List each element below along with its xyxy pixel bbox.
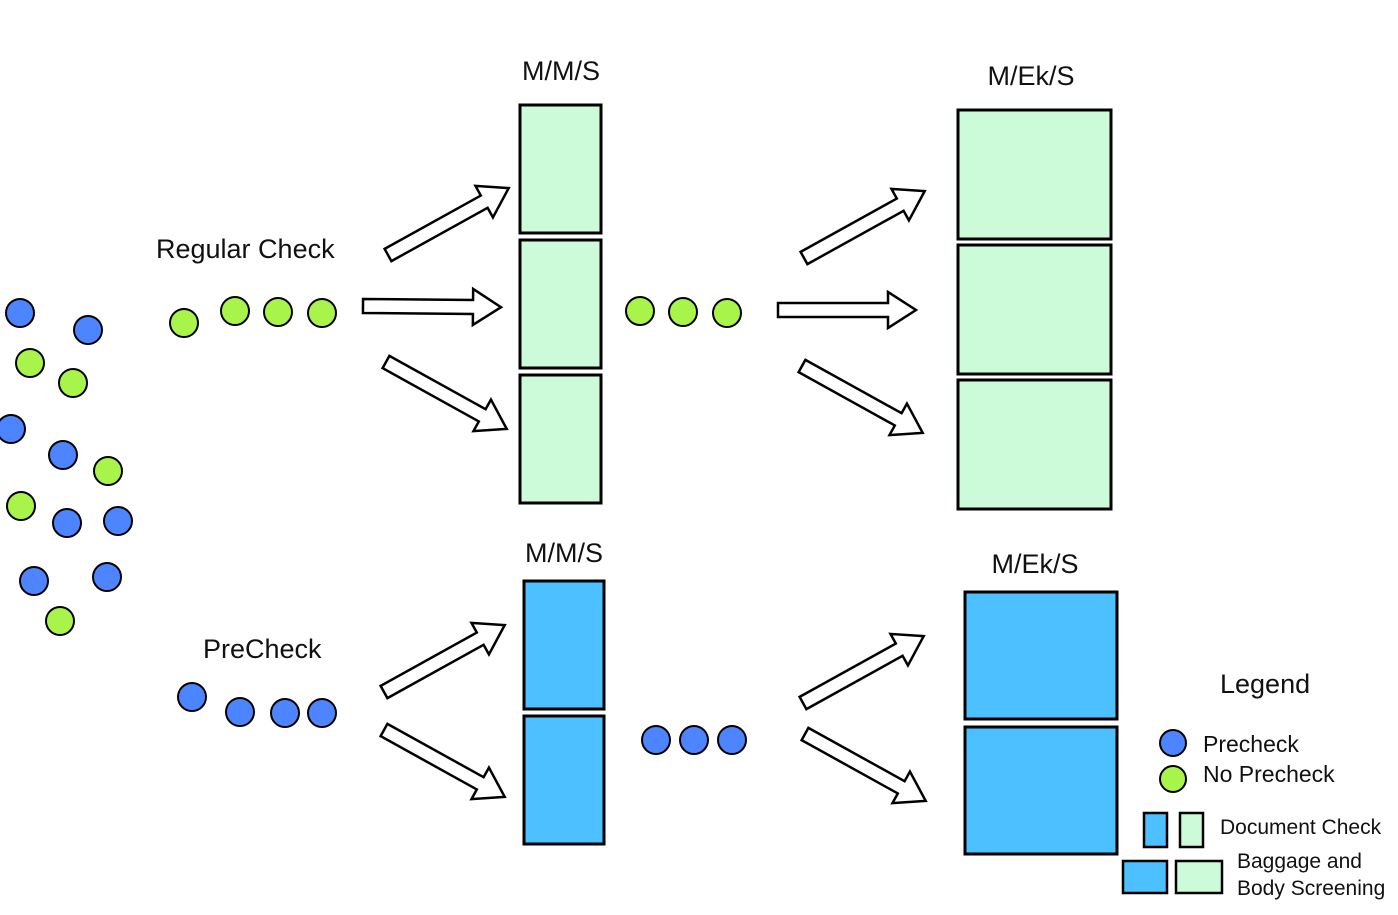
no-precheck-passenger-dot [668,297,698,327]
precheck-passenger-dot [52,508,82,538]
precheck-passenger-dot [717,725,747,755]
hollow-arrow-icon [374,713,515,814]
hollow-arrow-icon [378,171,519,272]
precheck-passenger-dot [307,698,337,728]
no-precheck-passenger-dot [169,308,199,338]
server-box-icon [956,378,1113,511]
precheck-passenger-dot [5,298,35,328]
precheck-passenger-dot [225,697,255,727]
legend-precheck-swatch-icon [1159,729,1187,757]
regular-document-check-servers [518,103,603,505]
no-precheck-passenger-dot [6,491,36,521]
legend-screening-precheck-swatch-icon [1121,859,1169,895]
hollow-arrow-icon [792,349,933,450]
server-box-icon [518,373,603,505]
server-box-icon [518,238,603,370]
server-box-icon [518,103,603,235]
precheck-passenger-dot [103,506,133,536]
no-precheck-passenger-dot [220,296,250,326]
legend-no-precheck-swatch-icon [1159,765,1187,793]
hollow-arrow-icon [794,174,935,275]
server-box-icon [963,590,1119,721]
precheck-passenger-dot [19,566,49,596]
legend-doc-check-precheck-swatch-icon [1142,811,1169,849]
no-precheck-passenger-dot [625,296,655,326]
server-box-icon [522,714,606,846]
server-box-icon [956,108,1113,241]
precheck-screening-servers [963,590,1119,856]
precheck-passenger-dot [641,725,671,755]
server-box-icon [963,725,1119,856]
precheck-screening-queue [641,725,747,755]
regular-screening-model: M/Ek/S [987,61,1074,91]
no-precheck-passenger-dot [263,297,293,327]
precheck-passenger-dot [679,725,709,755]
precheck-label: PreCheck [203,634,322,664]
legend: Legend Precheck No Precheck Document Che… [1121,669,1385,900]
legend-baggage-label-line2: Body Screening [1237,877,1385,900]
precheck-passenger-dot [270,698,300,728]
legend-precheck-label: Precheck [1203,731,1299,757]
no-precheck-passenger-dot [712,298,742,328]
regular-check-label: Regular Check [156,234,335,264]
regular-screening-queue [625,296,742,328]
hollow-arrow-icon [376,345,517,446]
precheck-passenger-dot [177,682,207,712]
legend-title: Legend [1220,669,1310,699]
regular-queue [169,296,337,338]
legend-screening-regular-swatch-icon [1174,859,1224,895]
legend-doc-check-regular-swatch-icon [1178,811,1205,849]
passenger-pool [0,298,133,636]
precheck-queue [177,682,337,728]
precheck-passenger-dot [73,315,103,345]
no-precheck-passenger-dot [45,606,75,636]
regular-screening-servers [956,108,1113,511]
legend-baggage-label-line1: Baggage and [1237,850,1362,873]
legend-no-precheck-label: No Precheck [1203,761,1335,787]
precheck-passenger-dot [48,440,78,470]
precheck-document-check-model: M/M/S [525,538,603,568]
precheck-passenger-dot [0,414,26,444]
precheck-screening-model: M/Ek/S [991,549,1078,579]
no-precheck-passenger-dot [58,368,88,398]
no-precheck-passenger-dot [15,348,45,378]
precheck-document-check-servers [522,579,606,846]
hollow-arrow-icon [776,290,918,330]
hollow-arrow-icon [793,619,934,720]
hollow-arrow-icon [361,286,503,327]
no-precheck-passenger-dot [93,456,123,486]
precheck-passenger-dot [92,562,122,592]
server-box-icon [956,243,1113,376]
no-precheck-passenger-dot [307,298,337,328]
hollow-arrow-icon [795,717,936,818]
legend-document-check-label: Document Check [1220,816,1382,839]
server-box-icon [522,579,606,711]
regular-document-check-model: M/M/S [522,56,600,86]
hollow-arrow-icon [374,608,515,709]
